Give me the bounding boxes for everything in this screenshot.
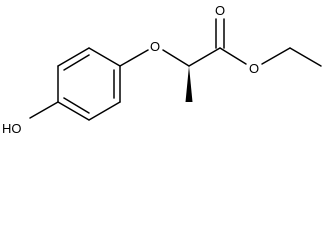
chemical-structure: HO O O O	[2, 3, 322, 136]
ether-bond-aryl	[119, 49, 149, 67]
carbonyl-oxygen-label: O	[215, 3, 225, 18]
hydroxyl-bond	[29, 101, 59, 119]
ring-bond	[88, 101, 121, 121]
hydroxyl-label: HO	[2, 121, 22, 136]
benzene-ring	[57, 47, 121, 121]
ring-bond	[57, 101, 90, 121]
ring-double-bond	[63, 97, 90, 114]
ring-bond	[88, 47, 121, 67]
ethyl-bond-1	[261, 47, 291, 65]
stereo-wedge-bond	[185, 66, 193, 102]
ring-bond	[57, 47, 90, 67]
ether-bond-alkyl	[162, 49, 190, 67]
ring-double-bond	[63, 54, 90, 71]
carbonyl-c-bond	[188, 47, 221, 67]
ester-oxygen-label: O	[249, 61, 259, 76]
ethyl-bond-2	[289, 47, 322, 67]
ether-oxygen-label: O	[150, 39, 160, 54]
ester-bond	[219, 47, 247, 65]
